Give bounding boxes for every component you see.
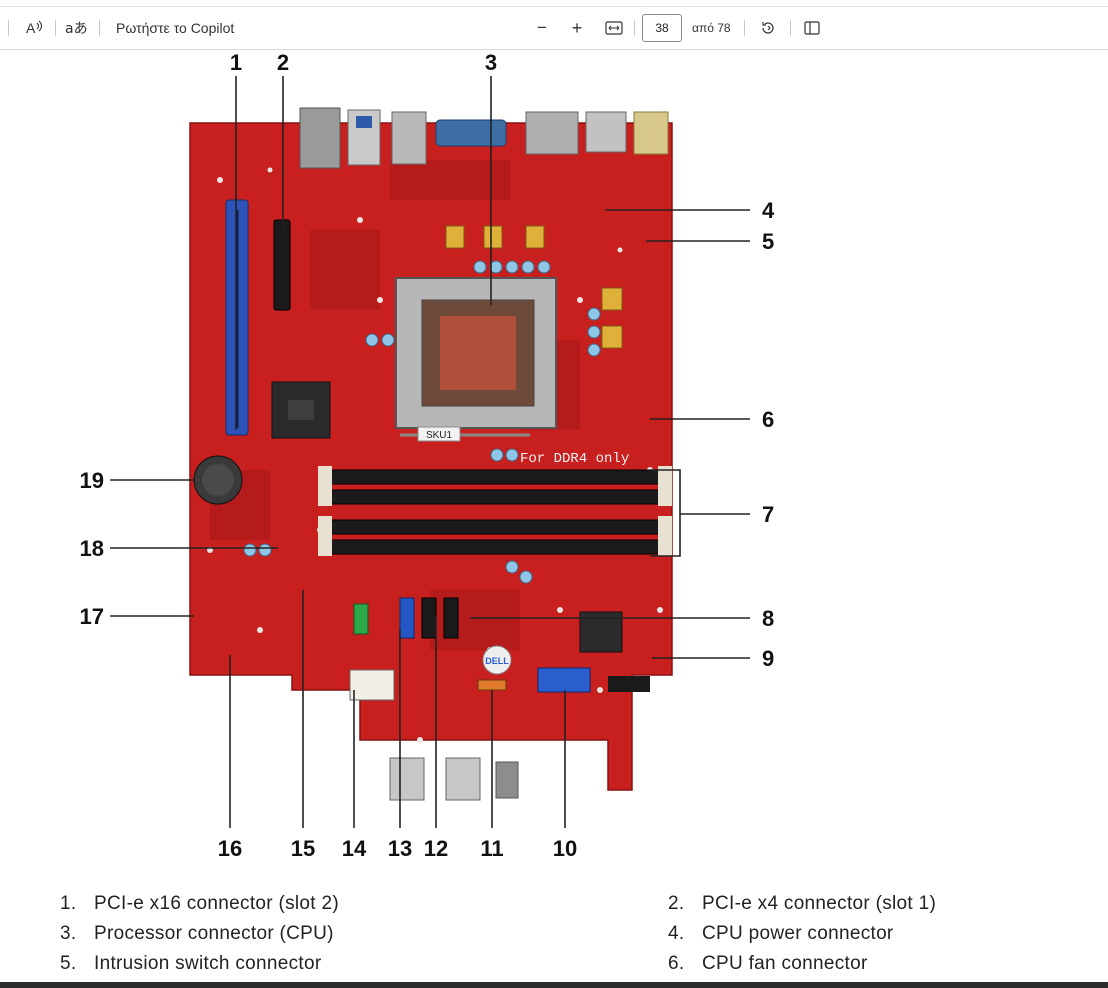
page-number-input[interactable]: 38: [642, 14, 682, 42]
callout-3: 3: [485, 50, 497, 75]
toolbar-separator: [744, 20, 745, 36]
legend-item: 4. CPU power connector: [668, 923, 894, 945]
toolbar-separator: [790, 20, 791, 36]
capacitors: [445, 225, 623, 349]
legend-item: 2. PCI-e x4 connector (slot 1): [668, 893, 936, 915]
pdf-toolbar: A aあ Ρωτήστε το Copilot − + 38 από 78: [0, 7, 1108, 50]
page-total-label: από 78: [692, 21, 731, 35]
ddr4-label: For DDR4 only: [520, 451, 629, 467]
legend-text: CPU power connector: [702, 923, 894, 944]
fit-width-icon[interactable]: [602, 7, 626, 49]
legend-number: 3.: [60, 923, 77, 944]
callout-10: 10: [553, 836, 577, 861]
legend-text: Processor connector (CPU): [94, 923, 334, 944]
read-aloud-icon[interactable]: A: [20, 7, 48, 49]
legend-number: 1.: [60, 893, 77, 914]
rotate-icon[interactable]: [756, 7, 780, 49]
legend-item: 5. Intrusion switch connector: [60, 953, 321, 975]
svg-text:aあ: aあ: [65, 21, 87, 36]
translate-icon[interactable]: aあ: [62, 7, 90, 49]
system-power-connector: [349, 669, 395, 701]
legend-item: 6. CPU fan connector: [668, 953, 868, 975]
callout-2: 2: [277, 50, 289, 75]
system-fan-connector: [477, 679, 507, 691]
blue-capacitors: [243, 260, 601, 584]
window-top-edge: [0, 0, 1108, 7]
page-view-icon[interactable]: [800, 7, 824, 49]
toolbar-separator: [99, 20, 100, 36]
callout-11: 11: [480, 836, 503, 861]
callout-5: 5: [762, 229, 774, 254]
legend-text: PCI-e x16 connector (slot 2): [94, 893, 339, 914]
callout-7: 7: [762, 502, 774, 527]
sata-connectors: [399, 597, 459, 639]
sku-label: SKU1: [426, 430, 453, 441]
legend-item: 3. Processor connector (CPU): [60, 923, 334, 945]
callout-14: 14: [342, 836, 367, 861]
legend-number: 4.: [668, 923, 685, 944]
callout-12: 12: [424, 836, 448, 861]
ask-copilot-button[interactable]: Ρωτήστε το Copilot: [116, 20, 235, 36]
dell-logo: DELL: [485, 656, 509, 666]
cpu-socket: [395, 277, 557, 437]
zoom-in-button[interactable]: +: [571, 17, 583, 38]
taskbar-edge: [0, 982, 1108, 988]
legend-text: CPU fan connector: [702, 953, 868, 974]
callout-13: 13: [388, 836, 412, 861]
svg-text:A: A: [26, 20, 36, 36]
legend-number: 2.: [668, 893, 685, 914]
pcie-x4-slot: [273, 219, 291, 311]
front-usb-header: [537, 667, 591, 693]
callout-6: 6: [762, 407, 774, 432]
zoom-out-button[interactable]: −: [537, 18, 547, 37]
callout-4: 4: [762, 198, 775, 223]
legend-item: 1. PCI-e x16 connector (slot 2): [60, 893, 339, 915]
toolbar-separator: [634, 20, 635, 36]
legend-text: Intrusion switch connector: [94, 953, 322, 974]
legend-text: PCI-e x4 connector (slot 1): [702, 893, 937, 914]
memory-slots: [318, 466, 672, 556]
callout-18: 18: [80, 536, 104, 561]
legend-number: 6.: [668, 953, 685, 974]
motherboard-figure: SKU1 For DDR4 only DELL: [60, 50, 1060, 870]
callout-9: 9: [762, 646, 774, 671]
legend-number: 5.: [60, 953, 77, 974]
callout-17: 17: [80, 604, 104, 629]
callout-19: 19: [80, 468, 104, 493]
callout-1: 1: [230, 50, 242, 75]
callout-15: 15: [291, 836, 315, 861]
callout-16: 16: [218, 836, 242, 861]
callout-8: 8: [762, 606, 774, 631]
toolbar-separator: [8, 20, 9, 36]
rear-io-ports: [299, 107, 669, 169]
callout-leaders: [110, 76, 750, 828]
toolbar-separator: [55, 20, 56, 36]
motherboard-diagram: SKU1 For DDR4 only DELL: [80, 50, 775, 861]
